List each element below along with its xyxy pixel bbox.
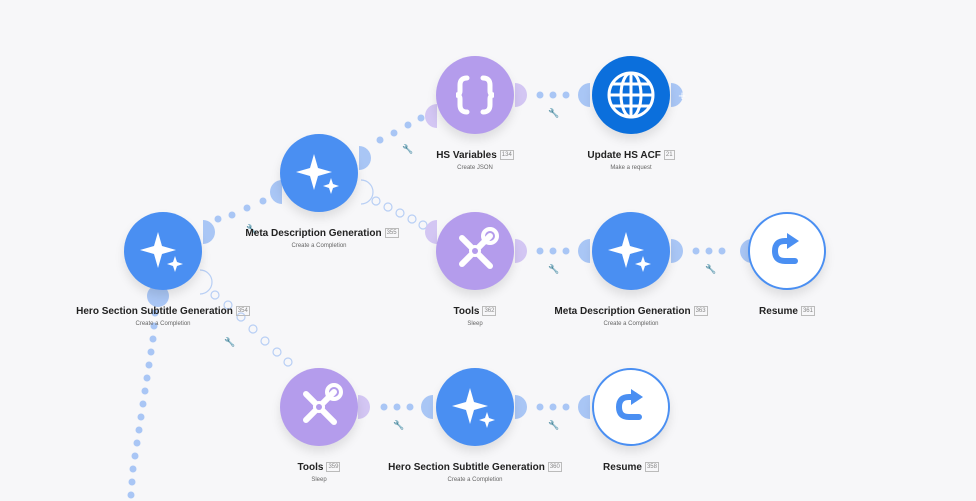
node-hs-variables[interactable] (436, 56, 514, 134)
node-hero-section-subtitle-generation-2[interactable] (436, 368, 514, 446)
sparkle-icon (140, 232, 183, 272)
filter-wrench-icons[interactable]: 🔧 🔧 🔧 🔧 🔧 🔧 🔧 🔧 (224, 107, 716, 431)
sparkle-icon (296, 154, 339, 194)
sparkle-icon (608, 232, 651, 272)
node-subtitle: Make a request (610, 165, 652, 171)
node-subtitle: Create a Completion (291, 243, 347, 249)
port-circle (147, 285, 169, 307)
node-tools-1[interactable] (436, 212, 514, 290)
node-subtitle: Sleep (467, 321, 483, 327)
node-subtitle: Create a Completion (447, 477, 503, 483)
svg-text:🔧: 🔧 (548, 263, 559, 275)
node-update-hs-acf[interactable] (592, 56, 670, 134)
svg-text:🔧: 🔧 (705, 263, 716, 275)
node-subtitle: Sleep (311, 477, 327, 483)
json-braces-icon (455, 75, 495, 115)
globe-icon (607, 71, 655, 119)
svg-text:🔧: 🔧 (224, 336, 235, 348)
filtered-connections (210, 196, 428, 367)
node-meta-description-generation-1[interactable] (280, 134, 358, 212)
svg-text:🔧: 🔧 (402, 143, 413, 155)
add-module-button[interactable]: + (678, 87, 686, 103)
sparkle-icon (452, 388, 495, 428)
node-subtitle: Create JSON (457, 165, 493, 171)
port-halves-purple (358, 83, 527, 419)
node-tools-2[interactable] (280, 368, 358, 446)
node-subtitle: Create a Completion (135, 321, 191, 327)
node-subtitle: Create a Completion (603, 321, 659, 327)
svg-text:🔧: 🔧 (548, 419, 559, 431)
tools-icon (459, 227, 499, 269)
resume-icon (615, 389, 643, 420)
svg-text:🔧: 🔧 (393, 419, 404, 431)
connections (127, 91, 726, 499)
port-halves-outline (199, 179, 374, 295)
node-hero-section-subtitle-generation-1[interactable] (124, 212, 202, 290)
node-meta-description-generation-2[interactable] (592, 212, 670, 290)
node-resume-1[interactable] (748, 212, 826, 290)
tools-icon (303, 383, 343, 425)
svg-text:🔧: 🔧 (246, 223, 257, 235)
resume-icon (771, 233, 799, 264)
node-resume-2[interactable] (592, 368, 670, 446)
svg-text:🔧: 🔧 (548, 107, 559, 119)
